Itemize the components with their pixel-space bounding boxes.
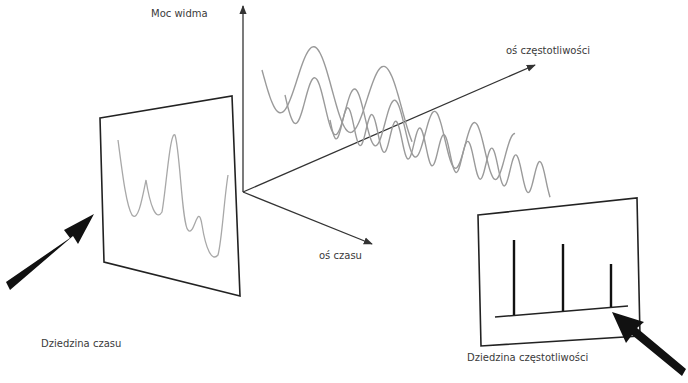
time-domain-panel — [100, 96, 240, 296]
domain-label: Dziedzina czasu — [40, 338, 122, 350]
sine-wave — [262, 47, 412, 142]
pointer-arrow — [612, 312, 686, 376]
sine-waves — [262, 47, 550, 197]
spectrum-line — [513, 240, 515, 315]
time-axis — [243, 192, 372, 244]
spectrum-line — [610, 264, 612, 307]
domain-label: Dziedzina częstotliwości — [466, 352, 589, 364]
frequency-axis — [243, 65, 535, 192]
spectrum-line — [562, 244, 564, 311]
frequency-domain-panel — [478, 198, 640, 346]
sine-wave — [330, 108, 550, 197]
power-axis — [242, 6, 243, 192]
axis-label: Moc widma — [150, 8, 209, 20]
axis-label: oś czasu — [318, 250, 363, 262]
time-signal — [118, 135, 228, 257]
axis-label: oś częstotliwości — [505, 45, 591, 57]
pointer-arrow — [6, 214, 94, 290]
